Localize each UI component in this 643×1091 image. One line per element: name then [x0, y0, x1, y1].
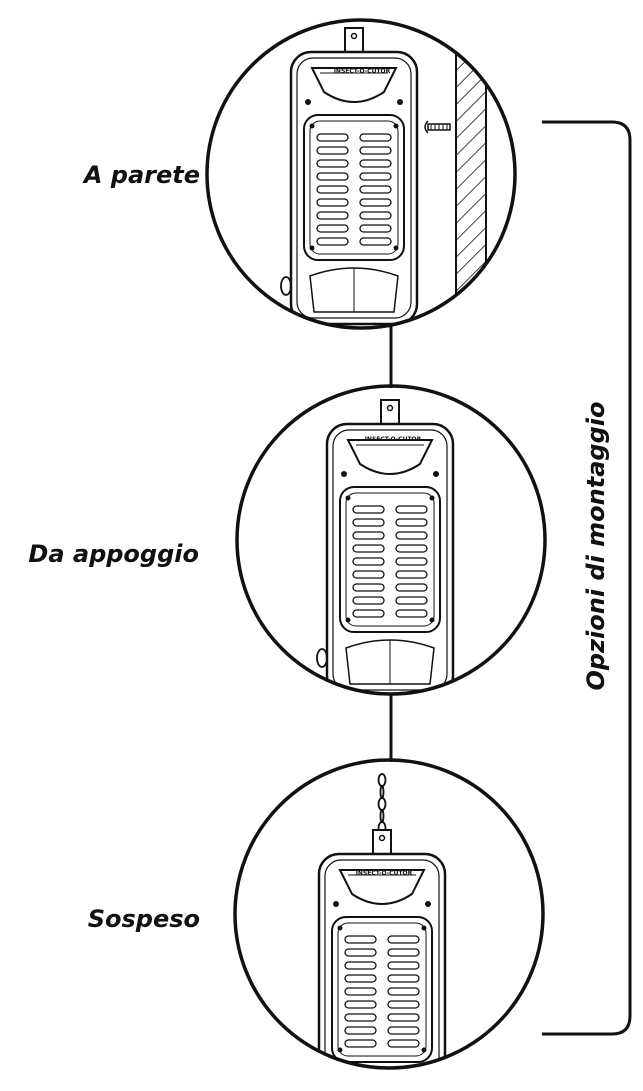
device-brand-label: INSECT-O-CUTOR — [334, 68, 391, 75]
diagram-title: Opzioni di montaggio — [582, 401, 610, 690]
screw-icon — [424, 120, 451, 134]
label-wall: A parete — [82, 161, 200, 189]
device-brand-label: INSECT-O-CUTOR — [356, 870, 413, 877]
option-floor-panel: INSECT-O-CUTOR — [235, 384, 547, 696]
chain-icon — [377, 773, 387, 835]
device-brand-label: INSECT-O-CUTOR — [365, 436, 422, 443]
option-wall-panel: INSECT-O-CUTOR — [205, 18, 517, 330]
label-floor: Da appoggio — [28, 540, 199, 568]
option-hang-panel: INSECT-O-CUTOR — [233, 758, 545, 1070]
bracket-brace — [542, 120, 632, 1036]
label-hang: Sospeso — [88, 905, 200, 933]
